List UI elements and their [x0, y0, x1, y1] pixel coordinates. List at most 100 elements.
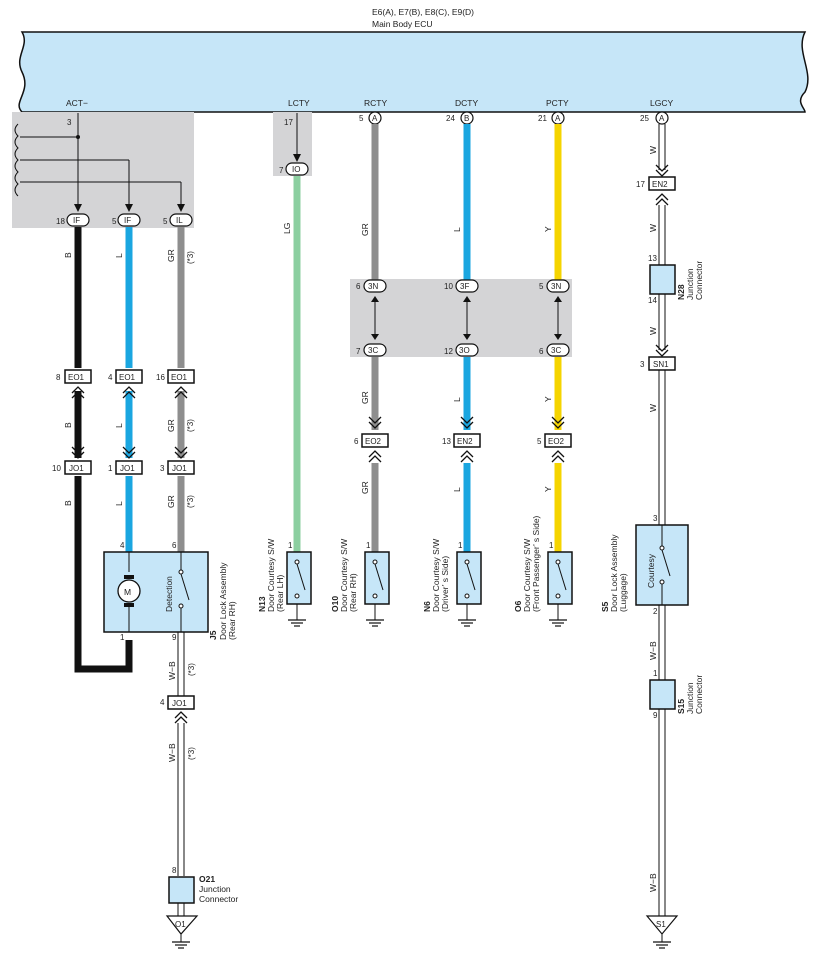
ecu-pin-rcty: RCTY: [364, 98, 387, 108]
lgcy-wire5-label: W−B: [648, 641, 658, 660]
o10-name: Door Courtesy S/W: [339, 539, 349, 612]
s5-switch-icon: [661, 549, 671, 577]
n13-switch-icon: [296, 563, 306, 591]
mid-wire-ext-gr: (*3): [186, 419, 195, 432]
jo1-lower-conn: JO1: [172, 699, 187, 708]
o10-pin: 1: [366, 541, 371, 550]
pcty-eo2-pin: 5: [537, 437, 542, 446]
rcty-wire2-label: GR: [360, 391, 370, 404]
s1-ground-label: S1: [656, 920, 666, 929]
act-leg2-conn: IF: [124, 216, 131, 225]
pcty-j1-pin: 5: [539, 282, 544, 291]
dcty-j1-pin: 10: [444, 282, 453, 291]
wb-ext-lower: (*3): [187, 747, 196, 760]
lgcy-pin-top: 25: [640, 114, 649, 123]
rcty-wire1-label: GR: [360, 223, 370, 236]
s15-pin-in: 1: [653, 669, 658, 678]
j5-pin-1: 1: [120, 633, 125, 642]
wb-wire-j5-to-jo1: [177, 632, 185, 697]
act-junction-shade: [12, 112, 194, 228]
ground-point-o1-icon: [165, 915, 199, 935]
ecu-pin-lgcy: LGCY: [650, 98, 673, 108]
ecu-name: Main Body ECU: [372, 19, 432, 29]
j5-pin-6: 6: [172, 541, 177, 550]
wb-ext-upper: (*3): [187, 663, 196, 676]
act-group: 3 18 IF 5 IF 5 IL: [14, 113, 193, 227]
eo1-conn-1: EO1: [68, 373, 85, 382]
jo1-conn-1: JO1: [69, 464, 84, 473]
eo1-pin-2: 4: [108, 373, 113, 382]
main-body-ecu-box: [18, 31, 809, 113]
n13-sub: (Rear LH): [275, 575, 285, 612]
n6-name: Door Courtesy S/W: [431, 539, 441, 612]
low-wire-label-gr: GR: [166, 495, 176, 508]
wb-label-lower: W−B: [167, 743, 177, 762]
pcty-wire1-label: Y: [543, 226, 553, 232]
act-wire-label-gr: GR: [166, 249, 176, 262]
o21-name2: Connector: [199, 894, 238, 904]
n28-id: N28: [676, 284, 686, 300]
rcty-j1-pin: 6: [356, 282, 361, 291]
n13-name: Door Courtesy S/W: [266, 539, 276, 612]
low-wire-label-b: B: [63, 500, 73, 506]
s5-pin-in: 3: [653, 514, 658, 523]
low-wire-label-l: L: [114, 501, 124, 506]
act-wire-ext-gr: (*3): [186, 251, 195, 264]
o10-switch-icon: [374, 563, 384, 591]
s15-name: Junction: [685, 682, 695, 714]
act-leg3-pin: 5: [163, 217, 168, 226]
j5-pin-9: 9: [172, 633, 177, 642]
s5-name: Door Lock Assembly: [609, 534, 619, 612]
rcty-column: 5 A GR 6 3N 7 3C GR 6 EO2 GR 1 O10 Door …: [330, 111, 390, 627]
eo1-pin-3: 16: [156, 373, 165, 382]
wb-wire-jo1-to-o21: [177, 723, 185, 876]
rcty-j1-conn: 3N: [368, 282, 378, 291]
dcty-j2-conn: 3O: [459, 346, 470, 355]
lgcy-wire3-label: W: [648, 327, 658, 335]
pcty-pin-top: 21: [538, 114, 547, 123]
jo1-lower-connector: [167, 695, 195, 710]
n28-name2: Connector: [694, 261, 704, 300]
o6-pin: 1: [549, 541, 554, 550]
wire-label-lg: LG: [282, 223, 292, 234]
eo1-pin-1: 8: [56, 373, 61, 382]
n6-sub: (Driver’ s Side): [440, 556, 450, 612]
o21-pin: 8: [172, 866, 177, 875]
rcty-eo2-pin: 6: [354, 437, 359, 446]
o6-sub: (Front Passenger’ s Side): [531, 515, 541, 612]
o21-id: O21: [199, 874, 215, 884]
n28-name: Junction: [685, 268, 695, 300]
lgcy-wire2-label: W: [648, 224, 658, 232]
s15-junction-box: [649, 679, 676, 710]
ecu-pin-dcty: DCTY: [455, 98, 478, 108]
rcty-j2-conn: 3C: [368, 346, 378, 355]
n6-switch-icon: [466, 563, 476, 591]
s15-pin-out: 9: [653, 711, 658, 720]
act-wire-label-l: L: [114, 253, 124, 258]
o6-switch-icon: [557, 563, 567, 591]
act-leg1-pin: 18: [56, 217, 65, 226]
o10-sub: (Rear RH): [348, 573, 358, 612]
eo1-conn-3: EO1: [171, 373, 188, 382]
n6-pin: 1: [458, 541, 463, 550]
dcty-pin-top: 24: [446, 114, 455, 123]
dcty-j2-pin: 12: [444, 347, 453, 356]
mid-wire-label-b: B: [63, 422, 73, 428]
pcty-j2-conn: 3C: [551, 346, 561, 355]
dcty-wire3-label: L: [452, 487, 462, 492]
pcty-column: 21 A Y 5 3N 6 3C Y 5 EO2 Y 1 O6 Door Cou…: [513, 111, 573, 627]
n28-pin-out: 14: [648, 296, 657, 305]
act-wire-label-b: B: [63, 252, 73, 258]
lgcy-sn1-pin: 3: [640, 360, 645, 369]
pcty-j2-pin: 6: [539, 347, 544, 356]
switch-contact-icon: [180, 573, 190, 601]
rcty-ecu-conn: A: [372, 114, 378, 123]
ecu-pin-lcty: LCTY: [288, 98, 310, 108]
eo1-connector-row: 8 EO1 4 EO1 16 EO1: [56, 369, 195, 399]
pcty-ecu-conn: A: [555, 114, 561, 123]
n13-pin: 1: [288, 541, 293, 550]
jo1-lower-pin: 4: [160, 698, 165, 707]
lgcy-wire6-label: W−B: [648, 873, 658, 892]
jo1-conn-2: JO1: [120, 464, 135, 473]
dcty-eo2-pin: 13: [442, 437, 451, 446]
